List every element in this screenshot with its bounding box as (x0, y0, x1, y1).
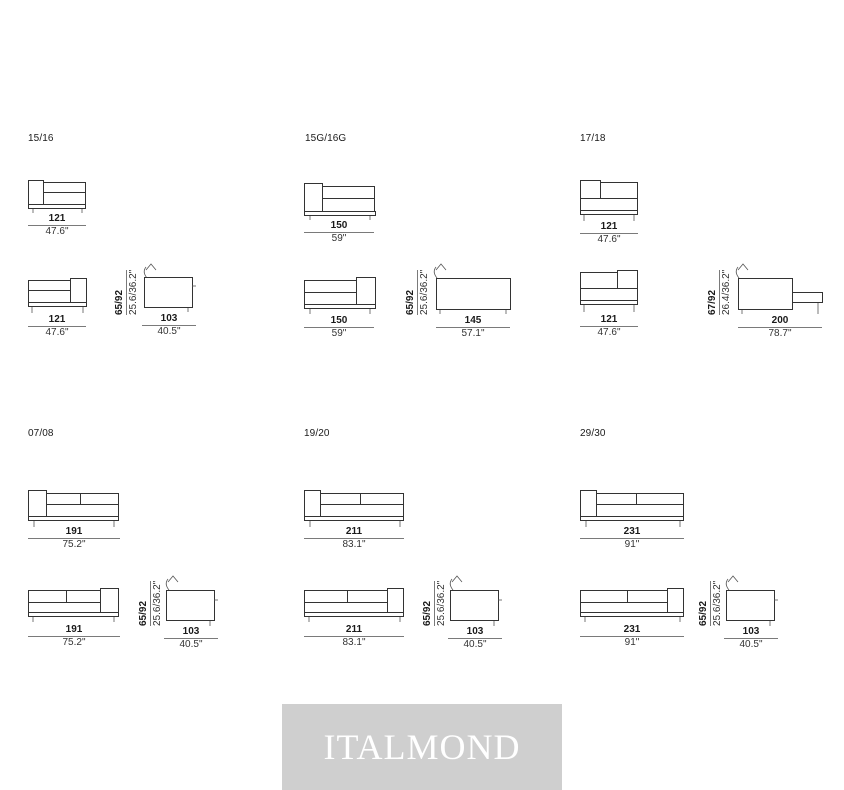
width-dimension: 211 83.1" (304, 624, 404, 648)
brand-logo: ITALMOND (282, 704, 562, 790)
module-code: 07/08 (28, 428, 54, 439)
sofa-front-view (304, 490, 408, 530)
height-dimension: 65/92 25.6/36.2" (405, 269, 430, 315)
width-dimension: 121 47.6" (28, 314, 86, 338)
width-dimension: 121 47.6" (580, 221, 638, 245)
height-dimension: 65/92 25.6/36.2" (698, 580, 723, 626)
width-dimension: 231 91" (580, 624, 684, 648)
sofa-side-view (724, 574, 782, 626)
width-dimension: 150 59" (304, 220, 374, 244)
depth-dimension: 103 40.5" (724, 626, 778, 650)
height-dimension: 65/92 25.6/36.2" (138, 580, 163, 626)
sofa-side-view (448, 574, 506, 626)
sofa-side-view (164, 574, 222, 626)
sofa-front-view (580, 490, 688, 530)
depth-dimension: 145 57.1" (436, 315, 510, 339)
sofa-side-view (142, 262, 202, 312)
depth-dimension: 103 40.5" (142, 313, 196, 337)
module-code: 29/30 (580, 428, 606, 439)
depth-dimension: 103 40.5" (448, 626, 502, 650)
width-dimension: 211 83.1" (304, 526, 404, 550)
brand-name: ITALMOND (323, 727, 521, 767)
width-dimension: 150 59" (304, 315, 374, 339)
height-dimension: 67/92 26.4/36.2" (707, 269, 732, 315)
sofa-front-view (28, 180, 88, 214)
width-dimension: 191 75.2" (28, 526, 120, 550)
depth-dimension: 200 78.7" (738, 315, 822, 339)
width-dimension: 121 47.6" (28, 213, 86, 237)
sofa-front-view (28, 278, 90, 316)
sofa-front-view (304, 588, 408, 624)
sofa-front-view (304, 183, 378, 221)
sofa-front-view (28, 490, 122, 530)
sofa-front-view (28, 588, 122, 624)
module-code: 15G/16G (305, 133, 347, 144)
depth-dimension: 103 40.5" (164, 626, 218, 650)
sofa-front-view (580, 180, 640, 222)
sofa-side-view (734, 262, 826, 314)
sofa-front-view (580, 270, 642, 316)
width-dimension: 231 91" (580, 526, 684, 550)
sofa-front-view (580, 588, 688, 624)
height-dimension: 65/92 25.6/36.2" (422, 580, 447, 626)
module-code: 15/16 (28, 133, 54, 144)
height-dimension: 65/92 25.6/36.2" (114, 269, 139, 315)
sofa-side-view (432, 262, 514, 314)
sofa-front-view (304, 277, 378, 317)
width-dimension: 191 75.2" (28, 624, 120, 648)
module-code: 19/20 (304, 428, 330, 439)
module-code: 17/18 (580, 133, 606, 144)
width-dimension: 121 47.6" (580, 314, 638, 338)
